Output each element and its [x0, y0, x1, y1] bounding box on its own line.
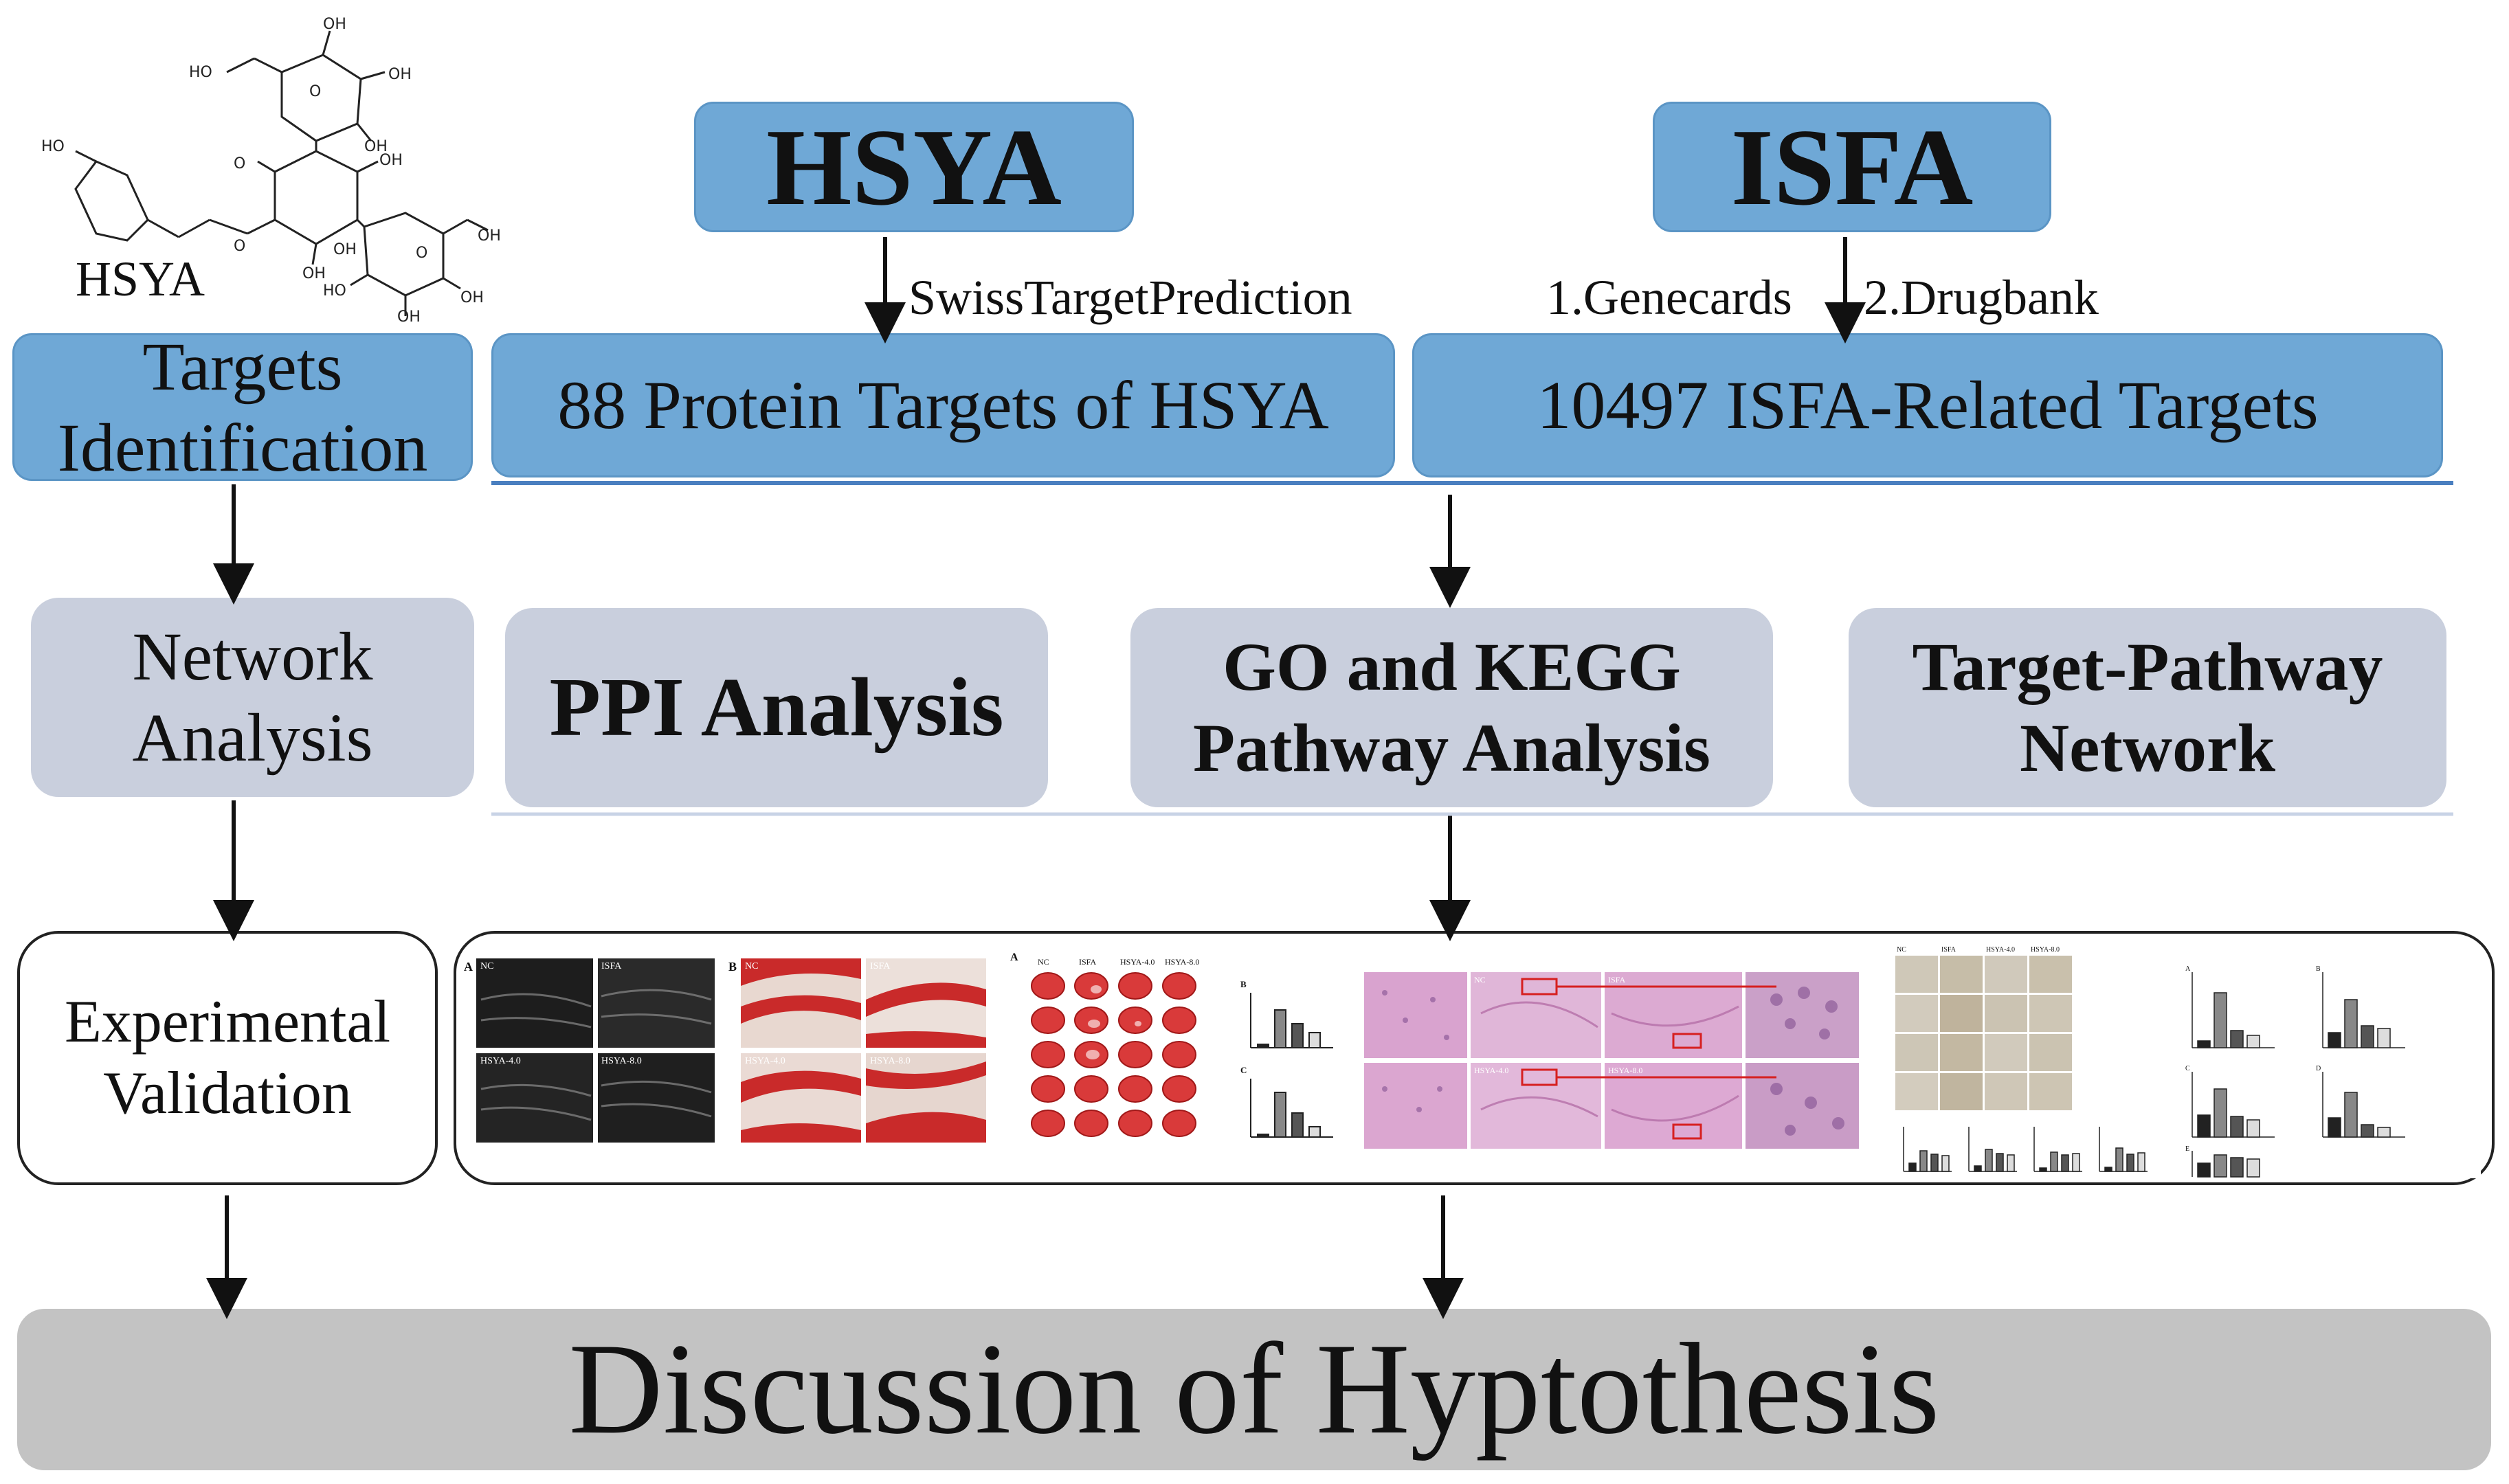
phenol-ring [74, 160, 149, 242]
isfa-targets-label: 10497 ISFA-Related Targets [1537, 367, 2319, 443]
panel-tag: NC [1474, 975, 1486, 985]
atom-label: OH [379, 152, 403, 169]
ultrasound-image [476, 958, 593, 1048]
panel-tag: HSYA-4.0 [745, 1056, 785, 1066]
hsya-targets-label: 88 Protein Targets of HSYA [557, 367, 1329, 443]
target-pathway-label: Target-Pathway Network [1912, 629, 2383, 786]
ultrasound-panel: A NC ISFA HSYA-4.0 HSYA-8.0 [464, 958, 718, 1144]
atom-label: OH [478, 227, 501, 245]
atom-label: OH [397, 308, 421, 323]
panel-tag: HSYA-8.0 [870, 1056, 911, 1066]
panel-tag: NC [1897, 946, 1906, 954]
panel-tag: HSYA-4.0 [1120, 957, 1155, 967]
panel-tag: NC [745, 961, 759, 971]
hsya-targets-box: 88 Protein Targets of HSYA [491, 333, 1395, 477]
panel-tag: A [464, 960, 473, 974]
brain-slice-grid [1031, 972, 1196, 1137]
atom-label: HO [189, 64, 212, 81]
go-kegg-box: GO and KEGG Pathway Analysis [1130, 608, 1773, 807]
targets-identification-label: Targets Identification [57, 328, 428, 486]
atom-label: O [416, 245, 427, 262]
go-kegg-label: GO and KEGG Pathway Analysis [1193, 629, 1710, 786]
panel-tag: HSYA-4.0 [1474, 1066, 1509, 1075]
experimental-panels-frame [454, 931, 2495, 1185]
target-pathway-box: Target-Pathway Network [1849, 608, 2446, 807]
panel-tag: ISFA [1941, 946, 1956, 954]
isfa-targets-box: 10497 ISFA-Related Targets [1412, 333, 2443, 477]
he-texture [1382, 978, 1844, 1140]
discussion-label: Discussion of Hyptothesis [568, 1317, 1940, 1462]
panel-tag: D [2316, 1065, 2321, 1072]
atom-label: OH [333, 241, 357, 258]
panel-tag: HSYA-8.0 [1165, 957, 1200, 967]
panel-tag: NC [480, 961, 494, 971]
panel-tag: ISFA [870, 961, 891, 971]
mini-bar-chart-c [1250, 1079, 1333, 1138]
he-stain-panel: NC ISFA HSYA-4.0 HSYA-8.0 [1364, 972, 1869, 1151]
ttc-slices-and-bars [1031, 972, 1333, 1138]
panel-tag: B [728, 960, 737, 974]
ultrasound-texture [480, 989, 712, 1121]
ppi-analysis-box: PPI Analysis [505, 608, 1048, 807]
panel-tag: C [1240, 1065, 1247, 1075]
ihc-image-grid [1895, 956, 2072, 1110]
hsya-title-box: HSYA [694, 102, 1134, 232]
panel-tag: HSYA-8.0 [601, 1056, 642, 1066]
artery-stain-panel: B NC ISFA HSYA-4.0 HSYA-8.0 [728, 958, 990, 1144]
panel-tag: ISFA [601, 961, 622, 971]
ihc-panel: NC ISFA HSYA-4.0 HSYA-8.0 [1883, 945, 2481, 1178]
panel-tag: HSYA-4.0 [480, 1056, 521, 1066]
ppi-analysis-label: PPI Analysis [549, 661, 1004, 754]
ultrasound-image [476, 1053, 593, 1143]
molecule-name: HSYA [76, 251, 205, 306]
panel-tag: ISFA [1079, 957, 1097, 967]
targets-identification-box: Targets Identification [12, 328, 473, 486]
panel-tag: HSYA-4.0 [1986, 946, 2015, 954]
hsya-title: HSYA [766, 105, 1062, 228]
mini-bar-chart-b [1250, 993, 1333, 1048]
panel-tag: HSYA-8.0 [1608, 1066, 1643, 1075]
atom-label: HO [323, 282, 346, 300]
atom-label: OH [302, 265, 326, 282]
atom-label: O [309, 83, 321, 100]
panel-tag: A [1010, 952, 1018, 963]
isfa-title: ISFA [1730, 105, 1974, 228]
panel-tag: HSYA-8.0 [2031, 946, 2060, 954]
he-image [1364, 1063, 1467, 1149]
panel-tag: NC [1038, 957, 1049, 967]
ttc-brain-panel: A NC ISFA HSYA-4.0 HSYA-8.0 B C [1010, 952, 1354, 1158]
isfa-source-label-1: 1.Genecards [1546, 270, 1792, 325]
atom-label: OH [388, 66, 412, 83]
panel-tag: ISFA [1608, 975, 1626, 985]
atom-label: HO [41, 138, 65, 155]
panel-tag: A [2185, 965, 2191, 973]
molecule-structure: OH HO OH OH HO O OH O OH OH OH HO OH OH … [41, 16, 501, 326]
panel-tag: B [1240, 979, 1247, 989]
panel-tag: B [2316, 965, 2321, 973]
ihc-images-and-bars [1895, 956, 2405, 1178]
panel-tag: C [2185, 1065, 2190, 1072]
experimental-validation-box: Experimental Validation [17, 931, 438, 1185]
ultrasound-image [598, 958, 715, 1048]
atom-label: OH [323, 16, 346, 33]
network-analysis-label: Network Analysis [132, 618, 373, 776]
hsya-molecule: OH HO OH OH HO O OH O OH OH OH HO OH OH … [21, 14, 502, 326]
experimental-validation-label: Experimental Validation [64, 989, 391, 1127]
he-image [1364, 972, 1467, 1058]
atom-label: O [234, 155, 245, 172]
artery-wall-shapes [741, 958, 986, 1143]
panel-tag: E [2185, 1145, 2190, 1153]
atom-label: OH [460, 289, 484, 306]
hsya-source-label: SwissTargetPrediction [908, 270, 1352, 325]
ultrasound-image [598, 1053, 715, 1143]
discussion-box: Discussion of Hyptothesis [17, 1309, 2491, 1470]
atom-label: OH [364, 138, 388, 155]
isfa-source-label-2: 2.Drugbank [1864, 270, 2099, 325]
atom-label: O [234, 238, 245, 255]
isfa-title-box: ISFA [1653, 102, 2051, 232]
network-analysis-box: Network Analysis [31, 598, 474, 797]
